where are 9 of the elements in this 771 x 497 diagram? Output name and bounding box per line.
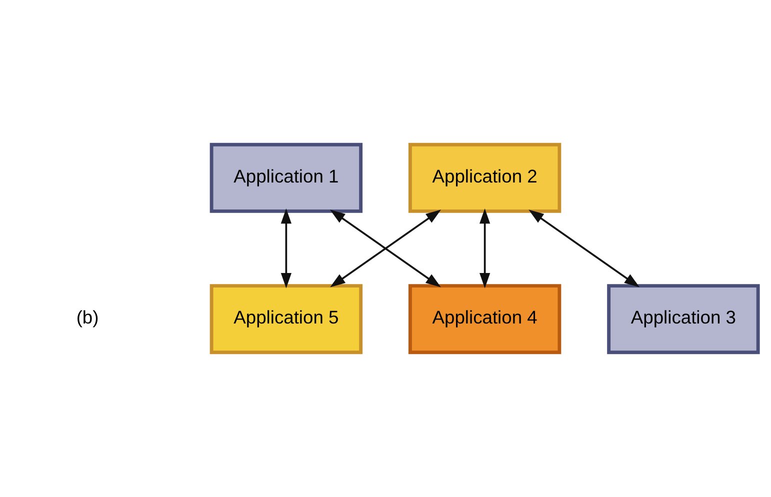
node-box: Application 1 bbox=[210, 142, 363, 213]
arrow bbox=[280, 208, 292, 288]
arrow bbox=[528, 210, 640, 288]
arrow bbox=[480, 208, 490, 288]
node-box: Application 5 bbox=[210, 284, 363, 354]
node-box: Application 4 bbox=[408, 284, 562, 354]
node-box: Application 3 bbox=[607, 284, 760, 354]
node-box: Application 2 bbox=[408, 142, 562, 213]
label: (b) bbox=[76, 306, 99, 328]
